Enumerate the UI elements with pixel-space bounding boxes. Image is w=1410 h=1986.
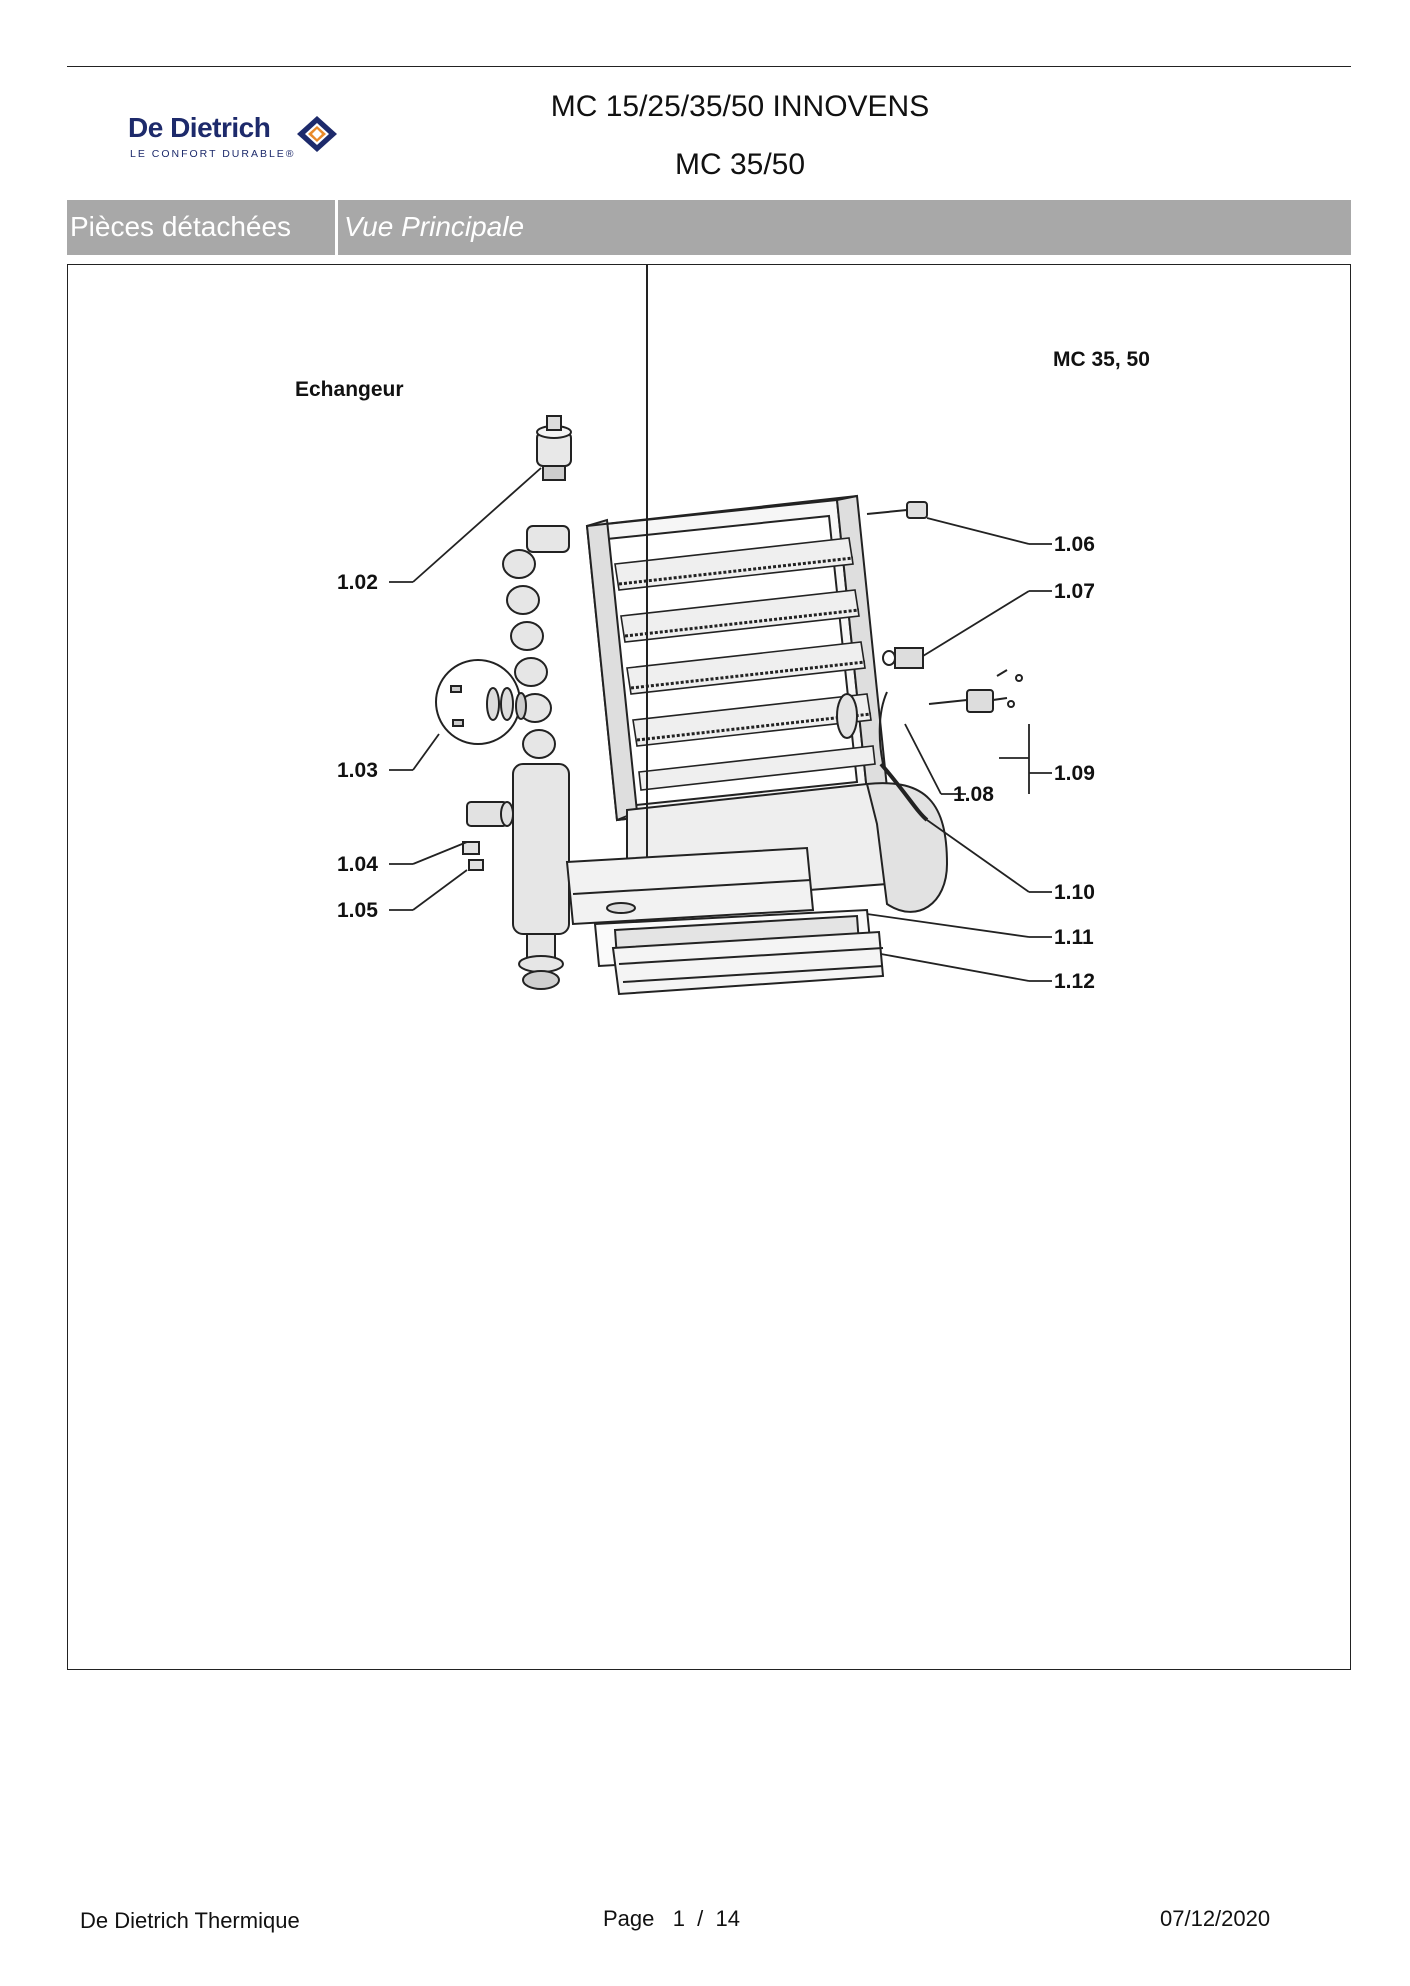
footer-company: De Dietrich Thermique <box>80 1908 300 1933</box>
bar-separator <box>335 200 338 255</box>
callout-1-04: 1.04 <box>337 853 378 876</box>
leader-lines <box>389 467 1052 982</box>
brand-tagline: LE CONFORT DURABLE® <box>130 148 296 160</box>
callout-1-06: 1.06 <box>1054 533 1095 556</box>
footer-date: 07/12/2020 <box>1160 1906 1271 1931</box>
electrode-part <box>882 647 924 669</box>
callout-1-11: 1.11 <box>1054 926 1094 949</box>
view-label: Vue Principale <box>344 211 525 242</box>
callout-1-07: 1.07 <box>1054 580 1095 603</box>
callout-1-05: 1.05 <box>337 899 378 922</box>
document-title: MC 15/25/35/50 INNOVENS <box>550 90 930 123</box>
exploded-view-diagram: Echangeur MC 35, 50 <box>295 264 1150 996</box>
callout-1-02: 1.02 <box>337 571 378 594</box>
document-subtitle: MC 35/50 <box>674 148 806 181</box>
diagram-frame <box>67 264 1351 1670</box>
channel-cover <box>611 930 885 996</box>
category-label: Pièces détachées <box>70 211 292 242</box>
sight-glass-part <box>836 693 858 739</box>
fin-tubes <box>614 537 876 791</box>
footer-page-number: Page 1 / 14 <box>603 1906 740 1931</box>
diagram-title: Echangeur <box>295 378 404 401</box>
heat-exchanger-drawing <box>435 264 1023 996</box>
valve-part <box>462 801 514 871</box>
left-manifold <box>502 525 570 990</box>
diagram-model: MC 35, 50 <box>1053 348 1150 371</box>
brand-name: De Dietrich <box>128 112 271 143</box>
callout-1-09: 1.09 <box>1054 762 1095 785</box>
callout-1-03: 1.03 <box>337 759 378 782</box>
callout-1-08: 1.08 <box>953 783 994 806</box>
air-vent-part <box>536 415 572 481</box>
burner-tray <box>565 846 815 926</box>
sensor-probe-part <box>866 501 928 519</box>
top-rule <box>67 66 1351 67</box>
callout-1-12: 1.12 <box>1054 970 1095 993</box>
ignition-electrode-set <box>878 669 1023 822</box>
brand-diamond-icon <box>297 116 337 152</box>
callout-1-10: 1.10 <box>1054 881 1095 904</box>
brand-logo: De Dietrich LE CONFORT DURABLE® <box>128 112 348 167</box>
detail-circle <box>435 659 527 745</box>
section-bar: Pièces détachées Vue Principale <box>67 200 1351 255</box>
